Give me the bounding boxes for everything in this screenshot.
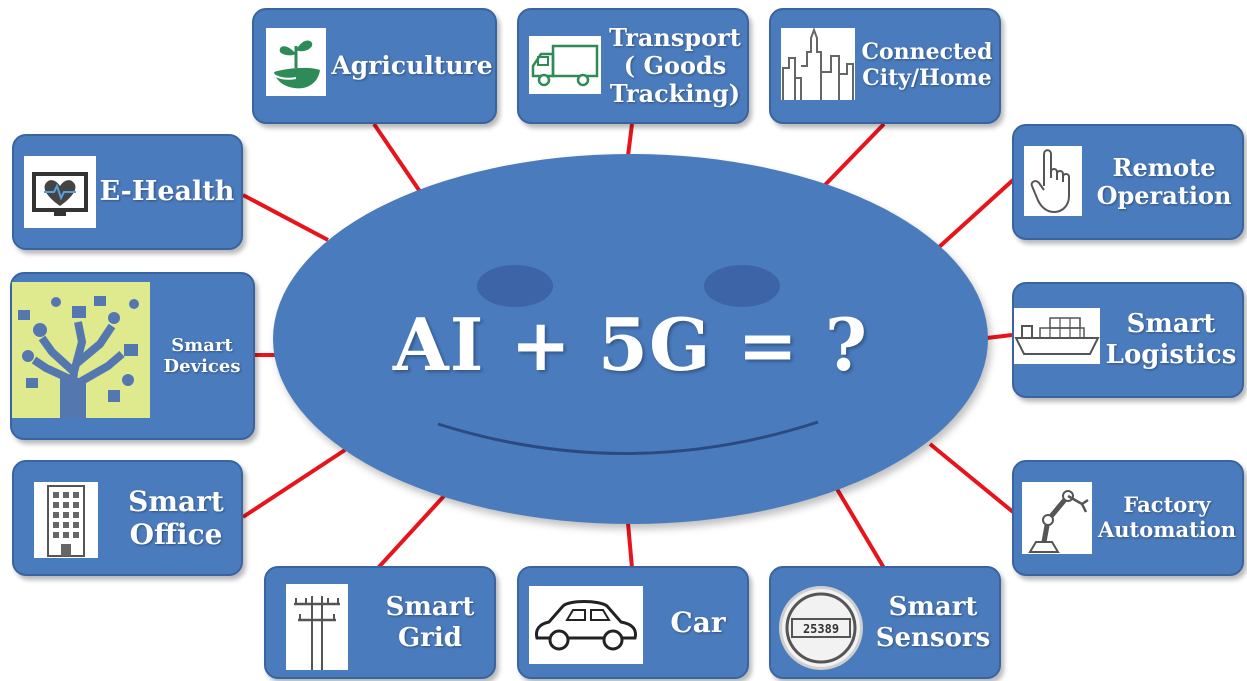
- node-connected-city: Connected City/Home: [769, 8, 1001, 124]
- robot-arm-icon: [1022, 482, 1092, 554]
- connector-smart-grid: [376, 494, 446, 570]
- connector-e-health: [242, 193, 329, 242]
- label-remote-operation: Remote Operation: [1096, 152, 1232, 210]
- meter-icon: 25389: [779, 586, 863, 670]
- connector-smart-logistics: [986, 333, 1013, 340]
- device-tree-icon: [12, 282, 150, 418]
- node-transport: Transport ( Goods Tracking): [517, 8, 749, 124]
- connector-smart-sensors: [832, 482, 886, 570]
- node-smart-sensors: 25389 Smart Sensors: [769, 566, 1001, 679]
- connector-transport: [626, 123, 634, 157]
- label-smart-office: Smart Office: [128, 484, 224, 551]
- pointing-hand-icon: [1024, 146, 1082, 216]
- node-car: Car: [517, 566, 749, 679]
- node-agriculture: Agriculture: [252, 8, 497, 124]
- power-pole-icon: [286, 584, 348, 670]
- label-smart-logistics: Smart Logistics: [1105, 309, 1237, 370]
- node-smart-grid: Smart Grid: [264, 566, 496, 679]
- label-connected-city: Connected City/Home: [861, 39, 993, 91]
- label-smart-sensors: Smart Sensors: [875, 592, 991, 653]
- cargo-ship-icon: [1014, 308, 1100, 364]
- node-factory-automation: Factory Automation: [1012, 460, 1244, 576]
- label-factory-automation: Factory Automation: [1097, 492, 1237, 542]
- connector-remote-operation: [936, 178, 1015, 250]
- label-car: Car: [670, 606, 726, 640]
- meter-reading: 25389: [803, 622, 839, 636]
- skyline-icon: [781, 28, 855, 100]
- connector-car: [626, 522, 634, 569]
- connector-factory-automation: [928, 442, 1015, 514]
- heart-monitor-icon: [24, 156, 96, 228]
- label-smart-devices: Smart Devices: [163, 334, 241, 377]
- node-remote-operation: Remote Operation: [1012, 124, 1244, 240]
- node-smart-devices: Smart Devices: [10, 272, 255, 440]
- node-smart-logistics: Smart Logistics: [1012, 282, 1244, 398]
- label-agriculture: Agriculture: [331, 51, 493, 81]
- center-equation: AI + 5G = ?: [392, 302, 869, 387]
- smile-curve: [437, 420, 819, 455]
- office-building-icon: [34, 482, 98, 558]
- label-e-health: E-Health: [99, 176, 235, 208]
- right-eye: [704, 265, 780, 307]
- car-icon: [529, 586, 643, 664]
- connector-connected-city: [821, 122, 886, 189]
- plant-in-hand-icon: [266, 28, 326, 96]
- node-smart-office: Smart Office: [12, 460, 243, 576]
- label-smart-grid: Smart Grid: [385, 592, 475, 653]
- central-face-ellipse: AI + 5G = ?: [273, 154, 988, 524]
- truck-icon: [529, 36, 601, 94]
- connector-smart-office: [241, 448, 347, 519]
- label-transport: Transport ( Goods Tracking): [609, 22, 741, 109]
- connector-agriculture: [372, 122, 425, 198]
- node-e-health: E-Health: [12, 134, 243, 250]
- left-eye: [477, 265, 553, 307]
